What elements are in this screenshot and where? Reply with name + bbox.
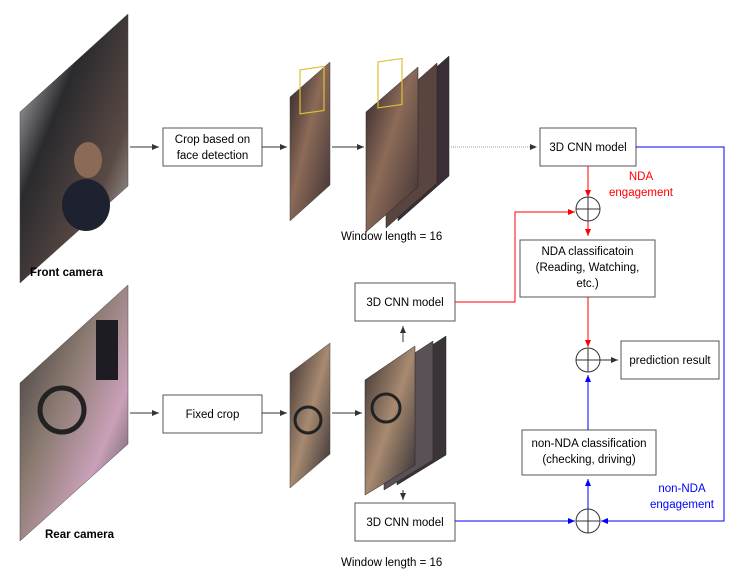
rear-crop-label: Fixed crop: [186, 409, 240, 421]
result-sum-junction: [575, 347, 601, 373]
front-crop-label-line1: Crop based on: [175, 134, 250, 146]
nda-engagement-line2: engagement: [609, 187, 674, 199]
front-window-length: Window length = 16: [341, 231, 442, 243]
rear-camera-image: [19, 284, 129, 542]
non-nda-classification-line2: (checking, driving): [542, 454, 635, 466]
rear-crop-box: Fixed crop: [162, 394, 263, 434]
rear-cnn-top-box: 3D CNN model: [354, 282, 456, 322]
non-nda-sum-junction: [575, 508, 601, 534]
front-camera-image: [19, 13, 129, 284]
front-crop-box: Crop based on face detection: [162, 127, 263, 167]
front-cnn-box: 3D CNN model: [539, 127, 637, 167]
front-crop-label-line2: face detection: [177, 150, 249, 162]
nda-sum-junction: [575, 196, 601, 222]
non-nda-engagement-line2: engagement: [650, 499, 715, 511]
nda-classification-line2: (Reading, Watching,: [536, 262, 640, 274]
nda-engagement-line1: NDA: [629, 171, 654, 183]
rear-frame-stack: [364, 335, 447, 496]
rear-cnn-bottom-box: 3D CNN model: [354, 502, 456, 542]
rear-cnn-bottom-label: 3D CNN model: [366, 517, 443, 529]
rear-frame-crop: [289, 342, 331, 489]
prediction-label: prediction result: [629, 355, 711, 367]
rear-cnn-top-label: 3D CNN model: [366, 297, 443, 309]
nda-classification-box: NDA classificatoin (Reading, Watching, e…: [519, 239, 656, 298]
rear-camera-label: Rear camera: [45, 529, 115, 541]
nda-classification-line3: etc.): [576, 278, 599, 290]
front-face-crop: [289, 61, 331, 222]
nda-classification-line1: NDA classificatoin: [541, 246, 633, 258]
front-cnn-label: 3D CNN model: [549, 142, 626, 154]
arrow-rear-cnn-to-nda-sum: [455, 209, 575, 303]
front-camera-label: Front camera: [30, 267, 103, 279]
prediction-box: prediction result: [620, 340, 720, 380]
non-nda-classification-line1: non-NDA classification: [531, 438, 646, 450]
rear-window-length: Window length = 16: [341, 557, 442, 569]
front-frame-stack: [365, 55, 450, 233]
non-nda-classification-box: non-NDA classification (checking, drivin…: [521, 429, 657, 476]
non-nda-engagement-line1: non-NDA: [658, 483, 706, 495]
arrow-front-cnn-to-non-nda-sum: [601, 146, 725, 524]
